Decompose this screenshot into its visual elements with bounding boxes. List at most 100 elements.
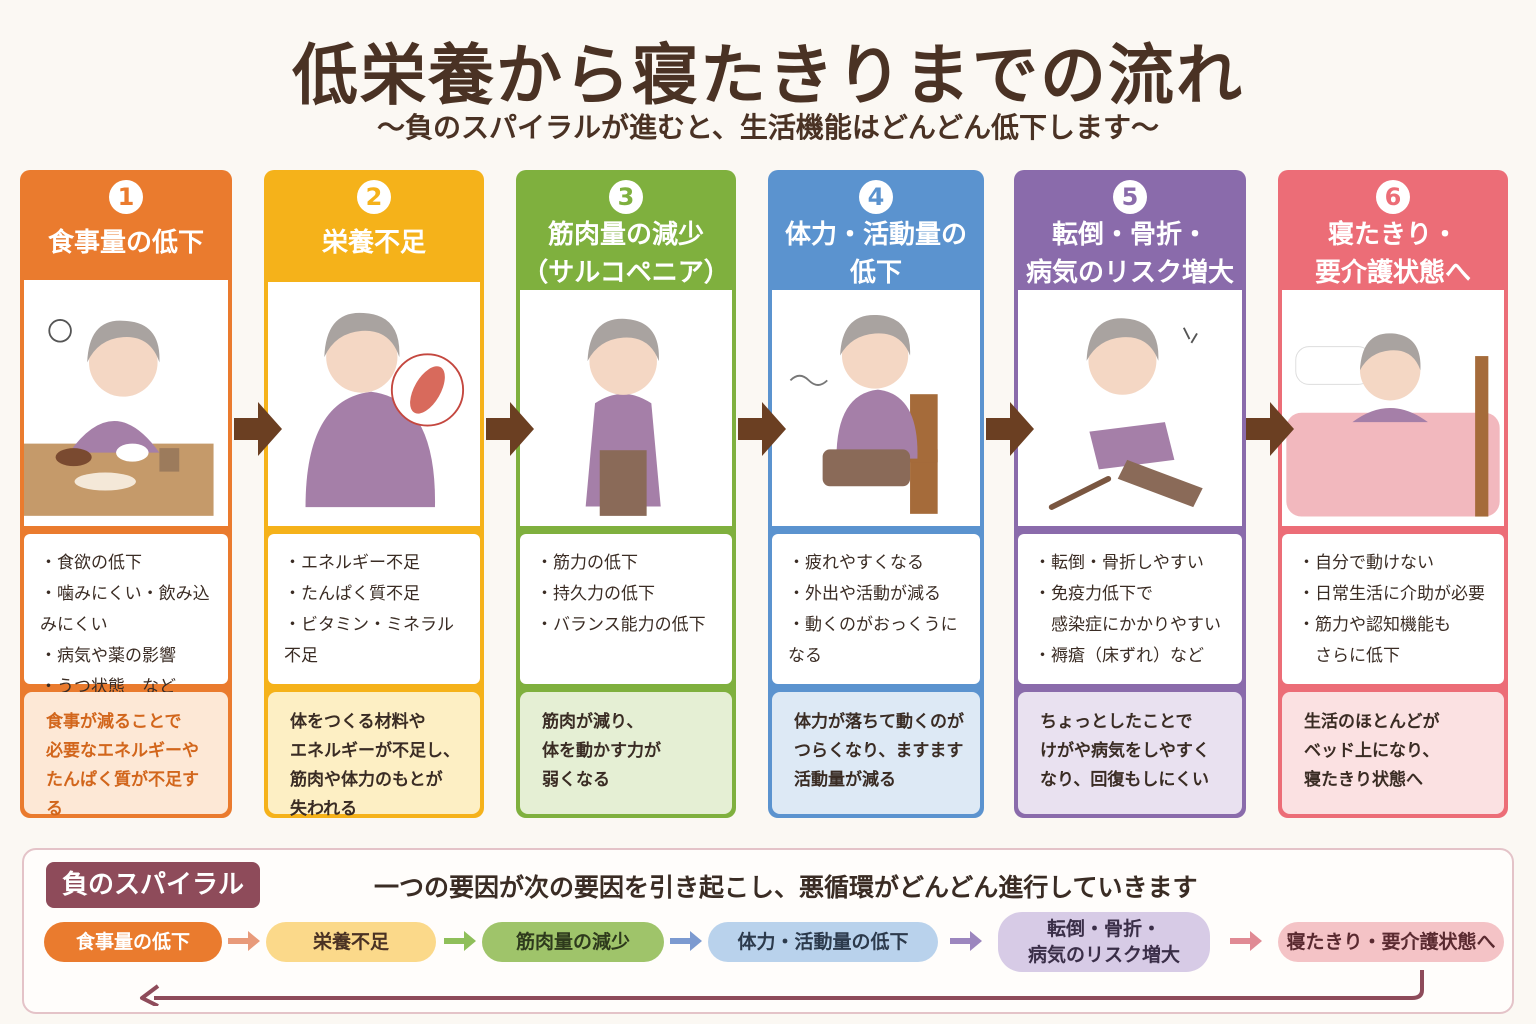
flow-arrow-icon [738, 402, 786, 456]
bullet-item: ・たんぱく質不足 [284, 584, 420, 604]
spiral-step-pill: 食事量の低下 [44, 922, 222, 962]
spiral-arrow-icon [444, 931, 476, 951]
summary-line: けがや病気をしやすく [1040, 741, 1210, 761]
flow-arrow-icon [986, 402, 1034, 456]
summary-line: 筋肉が減り、 [542, 712, 644, 732]
step-5: 5 転倒・骨折・病気のリスク増大・転倒・骨折しやすい・免疫力低下で 感染症にかかり… [1014, 170, 1246, 818]
step-number-badge: 5 [1113, 180, 1147, 214]
step-illustration [520, 290, 732, 526]
step-header: 3 筋肉量の減少 （サルコペニア） [516, 170, 736, 290]
step-number-badge: 3 [609, 180, 643, 214]
bullet-item: ・噛みにくい・飲み込みにくい [40, 584, 210, 635]
step-summary: 体をつくる材料やエネルギーが不足し、筋肉や体力のもとが失われる [268, 692, 480, 818]
summary-line: 体をつくる材料や [290, 712, 426, 732]
summary-line: 必要なエネルギーや [46, 741, 199, 761]
step-title: 寝たきり・ [1327, 220, 1458, 250]
flow-arrow-icon [234, 402, 282, 456]
step-6: 6 寝たきり・要介護状態へ・自分で動けない・日常生活に介助が必要・筋力や認知機能も… [1278, 170, 1508, 818]
step-summary: 体力が落ちて動くのがつらくなり、ますます活動量が減る [772, 692, 980, 814]
bullet-item: ・ビタミン・ミネラル不足 [284, 615, 454, 666]
step-bullet-list: ・エネルギー不足・たんぱく質不足・ビタミン・ミネラル不足 [268, 534, 480, 684]
page-title: 低栄養から寝たきりまでの流れ [292, 37, 1244, 114]
summary-line: 体力が落ちて動くのが [794, 712, 964, 732]
step-header: 5 転倒・骨折・病気のリスク増大 [1014, 170, 1246, 290]
loop-back-arrow [140, 970, 1424, 1006]
summary-line: 筋肉や体力のもとが [290, 770, 443, 790]
step-bullet-list: ・筋力の低下・持久力の低下・バランス能力の低下 [520, 534, 732, 684]
step-bullet-list: ・疲れやすくなる・外出や活動が減る・動くのがおっくうになる [772, 534, 980, 684]
step-summary: ちょっとしたことでけがや病気をしやすくなり、回復もしにくい [1018, 692, 1242, 814]
step-title: 筋肉量の減少 [547, 220, 704, 250]
step-title: 低下 [849, 258, 902, 288]
bullet-item: さらに低下 [1298, 646, 1400, 666]
step-illustration [772, 290, 980, 526]
step-title: 栄養不足 [321, 228, 426, 258]
step-number-badge: 4 [859, 180, 893, 214]
summary-line: たんぱく質が不足する [46, 770, 199, 818]
spiral-arrow-icon [228, 931, 260, 951]
step-header: 1 食事量の低下 [20, 170, 232, 280]
step-title: 転倒・骨折・ [1051, 220, 1208, 250]
bullet-item: ・食欲の低下 [40, 553, 142, 573]
bullet-item: ・筋力の低下 [536, 553, 638, 573]
step-title: 病気のリスク増大 [1025, 258, 1234, 288]
step-illustration [268, 282, 480, 526]
step-number-badge: 1 [109, 180, 143, 214]
summary-line: つらくなり、ますます [794, 741, 964, 761]
step-header: 4 体力・活動量の低下 [768, 170, 984, 290]
step-summary: 筋肉が減り、体を動かす力が弱くなる [520, 692, 732, 814]
summary-line: ちょっとしたことで [1040, 712, 1193, 732]
step-illustration [1018, 290, 1242, 526]
step-summary: 食事が減ることで必要なエネルギーやたんぱく質が不足する [24, 692, 228, 818]
step-number-badge: 6 [1376, 180, 1410, 214]
flow-arrow-icon [1246, 402, 1294, 456]
step-title: （サルコペニア） [522, 258, 730, 288]
summary-line: エネルギーが不足し、 [290, 741, 460, 761]
summary-line: なり、回復もしにくい [1040, 770, 1209, 790]
summary-line: 寝たきり状態へ [1304, 770, 1423, 790]
spiral-label: 負のスパイラル [46, 862, 260, 908]
spiral-arrow-icon [670, 931, 702, 951]
bullet-item: ・動くのがおっくうになる [788, 615, 958, 666]
step-bullet-list: ・転倒・骨折しやすい・免疫力低下で 感染症にかかりやすい・褥瘡（床ずれ）など [1018, 534, 1242, 684]
step-title: 要介護状態へ [1314, 258, 1471, 288]
spiral-step-pill: 筋肉量の減少 [482, 922, 664, 962]
summary-line: ベッド上になり、 [1304, 741, 1440, 761]
bullet-item: ・病気や薬の影響 [40, 646, 176, 666]
step-title: 体力・活動量の [784, 220, 967, 250]
spiral-step-pill: 体力・活動量の低下 [708, 922, 938, 962]
spiral-step-pill: 栄養不足 [266, 922, 436, 962]
step-bullet-list: ・食欲の低下・噛みにくい・飲み込みにくい・病気や薬の影響・うつ状態 など [24, 534, 228, 697]
step-bullet-list: ・自分で動けない・日常生活に介助が必要・筋力や認知機能も さらに低下 [1282, 534, 1504, 684]
spiral-step-pill: 寝たきり・要介護状態へ [1278, 922, 1504, 962]
spiral-description: 一つの要因が次の要因を引き起こし、悪循環がどんどん進行していきます [374, 873, 1198, 902]
page-subtitle: 〜負のスパイラルが進むと、生活機能はどんどん低下します〜 [376, 111, 1160, 144]
step-title: 食事量の低下 [47, 228, 204, 258]
step-illustration [1282, 290, 1504, 526]
spiral-arrow-icon [1230, 931, 1262, 951]
bullet-item: ・日常生活に介助が必要 [1298, 584, 1485, 604]
bullet-item: 感染症にかかりやすい [1034, 615, 1221, 635]
flow-arrow-icon [486, 402, 534, 456]
step-illustration [24, 280, 228, 526]
spiral-panel: 負のスパイラル 一つの要因が次の要因を引き起こし、悪循環がどんどん進行していきま… [22, 848, 1514, 1014]
summary-line: 弱くなる [542, 770, 610, 790]
bullet-item: ・免疫力低下で [1034, 584, 1153, 604]
step-2: 2 栄養不足・エネルギー不足・たんぱく質不足・ビタミン・ミネラル不足体をつくる材料… [264, 170, 484, 818]
bullet-item: ・エネルギー不足 [284, 553, 420, 573]
bullet-item: ・持久力の低下 [536, 584, 655, 604]
spiral-arrow-icon [950, 931, 982, 951]
step-number-badge: 2 [357, 180, 391, 214]
summary-line: 失われる [290, 799, 358, 818]
bullet-item: ・褥瘡（床ずれ）など [1034, 646, 1204, 666]
summary-line: 生活のほとんどが [1304, 712, 1440, 732]
bullet-item: ・転倒・骨折しやすい [1034, 553, 1204, 573]
step-header: 6 寝たきり・要介護状態へ [1278, 170, 1508, 290]
summary-line: 体を動かす力が [542, 741, 661, 761]
bullet-item: ・筋力や認知機能も [1298, 615, 1451, 635]
bullet-item: ・自分で動けない [1298, 553, 1434, 573]
step-header: 2 栄養不足 [264, 170, 484, 282]
step-summary: 生活のほとんどがベッド上になり、寝たきり状態へ [1282, 692, 1504, 814]
